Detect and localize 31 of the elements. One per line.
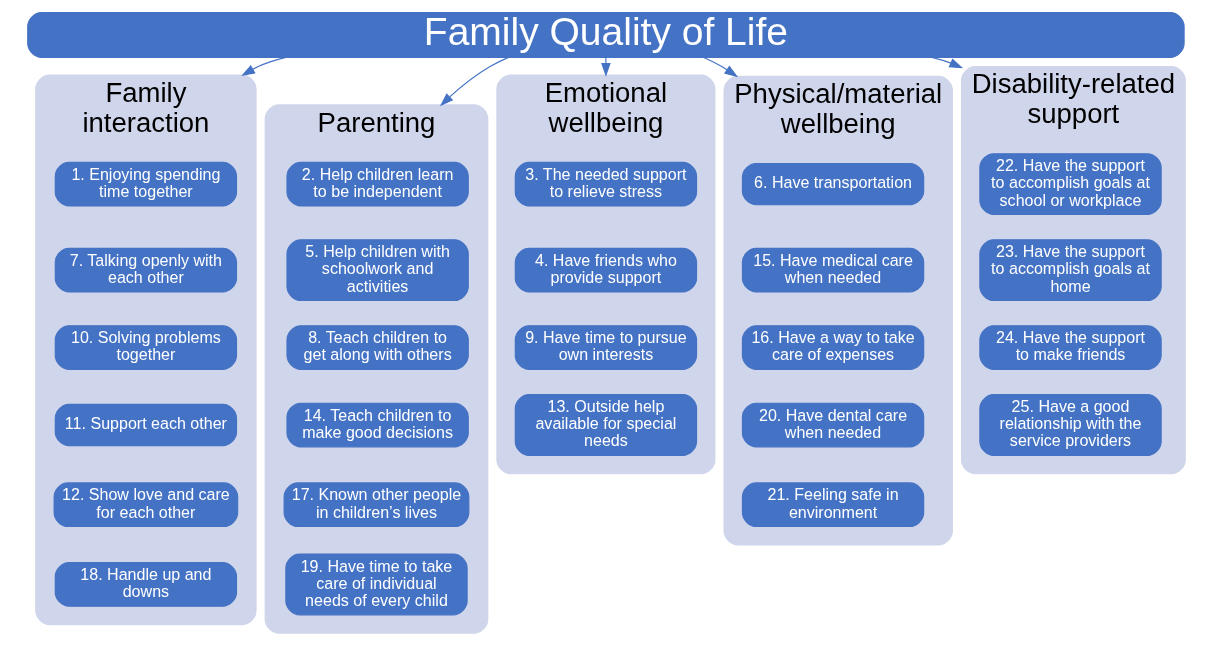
node-box: 4. Have friends who provide support xyxy=(514,247,698,293)
node-box: 13. Outside help available for special needs xyxy=(514,394,698,456)
node-box: 16. Have a way to take care of expenses xyxy=(741,325,925,370)
arrow xyxy=(601,56,611,77)
node-box: 3. The needed support to relieve stress xyxy=(514,161,698,207)
arrow xyxy=(703,56,739,78)
node-box: 21. Feeling safe in environment xyxy=(741,482,925,528)
node-box: 6. Have transportation xyxy=(741,162,925,206)
node-box: 23. Have the support to accomplish goals at home xyxy=(979,239,1162,302)
node-box: 5. Help children with schoolwork and activities xyxy=(286,239,469,302)
arrow xyxy=(241,56,287,76)
node-box: 1. Enjoying spending time together xyxy=(54,161,238,207)
node-box: 8. Teach children to get along with others xyxy=(286,325,469,370)
node-box: 19. Have time to take care of individual needs of every child xyxy=(285,553,468,616)
node-box: 20. Have dental care when needed xyxy=(741,402,925,448)
node-box: 11. Support each other xyxy=(54,403,238,447)
node-box: 22. Have the support to accomplish goals at school or workplace xyxy=(979,153,1162,216)
node-box: 25. Have a good relationship with the service providers xyxy=(979,394,1162,456)
node-box: 15. Have medical care when needed xyxy=(741,247,925,293)
node-box: 18. Handle up and downs xyxy=(54,562,238,607)
node-box: 10. Solving problems together xyxy=(54,325,238,370)
arrow xyxy=(439,56,510,107)
node-box: 17. Known other people in children’s lives xyxy=(283,482,470,528)
node-box: 2. Help children learn to be independent xyxy=(286,161,469,207)
node-box: 9. Have time to pursue own interests xyxy=(514,325,698,370)
arrow xyxy=(931,56,964,69)
node-box: 12. Show love and care for each other xyxy=(53,482,239,528)
node-box: 24. Have the support to make friends xyxy=(979,325,1162,370)
node-box: Family Quality of Life xyxy=(27,12,1185,58)
node-box: 7. Talking openly with each other xyxy=(54,247,238,293)
node-box: 14. Teach children to make good decisions xyxy=(286,402,469,448)
